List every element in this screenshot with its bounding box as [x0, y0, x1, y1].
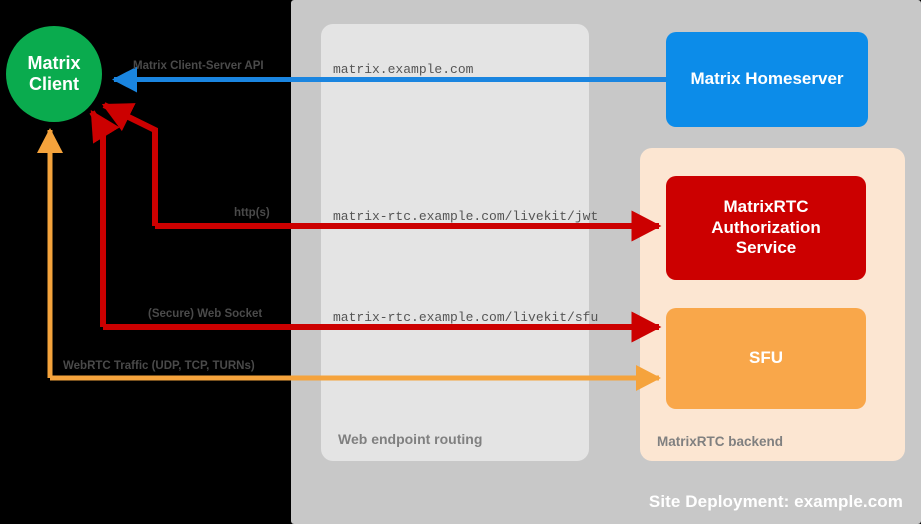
- endpoint-livekit-jwt: matrix-rtc.example.com/livekit/jwt: [333, 209, 599, 224]
- matrix-client-label-line2: Client: [28, 74, 79, 94]
- node-sfu[interactable]: SFU: [666, 308, 866, 409]
- sfu-label: SFU: [749, 348, 783, 368]
- connection-label-webrtc-traffic: WebRTC Traffic (UDP, TCP, TURNs): [63, 360, 255, 372]
- matrixrtc-backend-label: MatrixRTC backend: [657, 434, 784, 449]
- web-endpoint-routing-label: Web endpoint routing: [338, 431, 483, 447]
- site-deployment-label: Site Deployment: example.com: [648, 492, 903, 511]
- connection-label-matrix-cs-api: Matrix Client-Server API: [133, 60, 264, 72]
- auth-service-label-line1: MatrixRTC: [723, 197, 809, 217]
- connection-label-websocket: (Secure) Web Socket: [148, 308, 263, 320]
- matrix-homeserver-label: Matrix Homeserver: [690, 69, 844, 89]
- node-matrix-homeserver[interactable]: Matrix Homeserver: [666, 32, 868, 127]
- node-matrix-client[interactable]: Matrix Client: [6, 26, 102, 122]
- auth-service-label-line2: Authorization: [711, 217, 821, 237]
- wire-http-jwt-return: [101, 102, 158, 226]
- connection-label-https: http(s): [234, 207, 270, 219]
- web-endpoint-routing-group: Web endpoint routing: [321, 24, 589, 461]
- matrix-client-label-line1: Matrix: [27, 52, 81, 73]
- wire-websocket-return: [89, 109, 120, 327]
- node-matrixrtc-authorization-service[interactable]: MatrixRTC Authorization Service: [666, 176, 866, 280]
- auth-service-label-line3: Service: [735, 238, 797, 258]
- endpoint-livekit-sfu: matrix-rtc.example.com/livekit/sfu: [333, 310, 599, 325]
- endpoint-matrix-example-com: matrix.example.com: [333, 62, 474, 77]
